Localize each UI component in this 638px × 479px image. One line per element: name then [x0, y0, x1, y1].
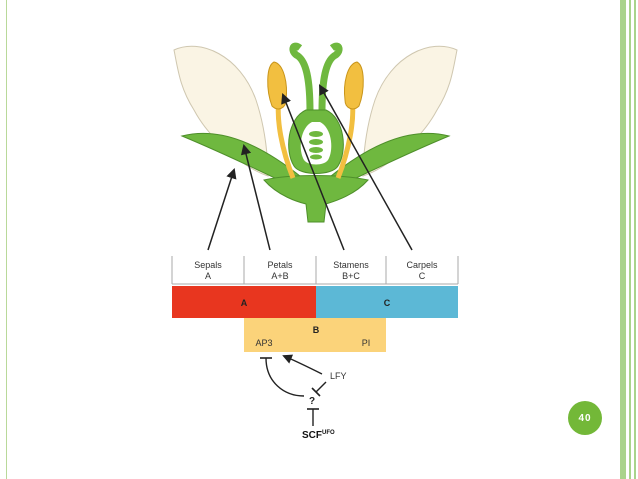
- carpels-arrow: [318, 84, 413, 251]
- petals-arrow: [240, 143, 271, 251]
- lfy-label: LFY: [330, 371, 347, 381]
- style-left: [289, 42, 314, 113]
- stamens-arrow: [281, 93, 345, 251]
- ufo-superscript: UFO: [322, 430, 335, 436]
- pi-label: PI: [362, 338, 371, 348]
- style-right: [318, 42, 343, 113]
- lfy-inhibits-unknown: [315, 381, 327, 393]
- b-gene-bar: [244, 318, 386, 352]
- whorl-sepals-genes: A: [205, 271, 211, 281]
- left-border-line: [6, 0, 7, 479]
- lfy-to-ap3-arrow: [282, 354, 323, 375]
- whorl-petals-name: Petals: [267, 260, 293, 270]
- receptacle: [263, 175, 369, 223]
- unknown-to-ap3-curve: [265, 357, 305, 397]
- scf-ufo-label: SCFUFO: [302, 430, 335, 441]
- unknown-factor-label: ?: [309, 396, 315, 407]
- whorl-petals-genes: A+B: [271, 271, 288, 281]
- b-gene-label: B: [313, 325, 320, 335]
- a-gene-bar: [172, 286, 316, 318]
- page-number-badge: 40: [568, 401, 602, 435]
- whorl-stamens-name: Stamens: [333, 260, 369, 270]
- whorl-carpels-genes: C: [419, 271, 426, 281]
- whorl-sepals-name: Sepals: [194, 260, 222, 270]
- whorl-labels: Sepals A Petals A+B Stamens B+C Carpels …: [171, 256, 459, 285]
- right-anther: [344, 61, 364, 110]
- sepals-arrow: [207, 168, 237, 251]
- scf-text: SCF: [302, 430, 322, 441]
- right-border-lines: [608, 0, 638, 479]
- page-number: 40: [578, 412, 592, 424]
- gene-bars: A C B AP3 PI: [172, 286, 458, 352]
- c-gene-label: C: [384, 298, 391, 308]
- ovules: [309, 131, 323, 160]
- flower-illustration: [173, 42, 458, 223]
- whorl-carpels-name: Carpels: [406, 260, 438, 270]
- organ-arrows: [207, 84, 413, 251]
- c-gene-bar: [316, 286, 458, 318]
- a-gene-label: A: [241, 298, 248, 308]
- left-anther: [267, 61, 287, 110]
- regulatory-network: LFY ? SCFUFO: [260, 354, 347, 441]
- whorl-stamens-genes: B+C: [342, 271, 360, 281]
- ap3-label: AP3: [255, 338, 272, 348]
